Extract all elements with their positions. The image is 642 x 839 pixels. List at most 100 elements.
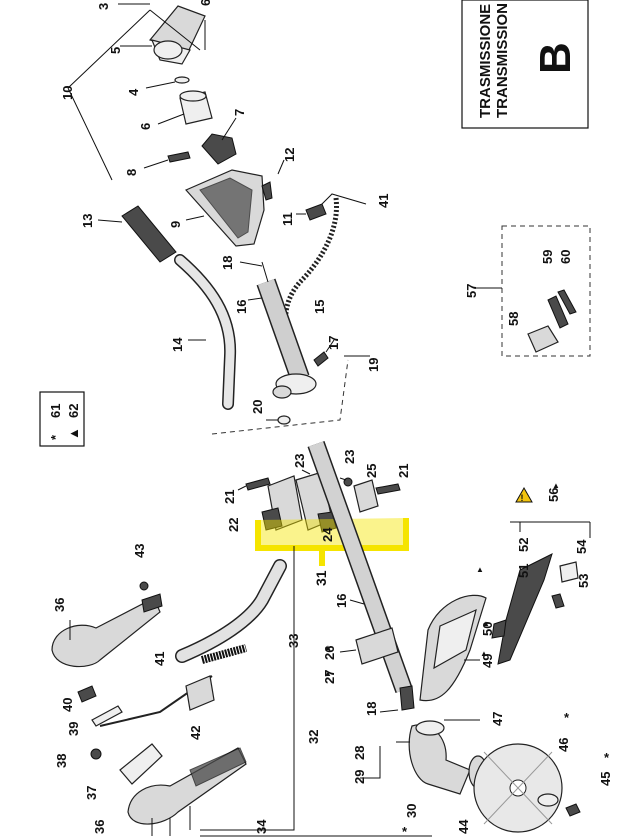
title-block: TRASMISSIONE TRANSMISSION B [461,0,589,129]
part-kit-57 [476,225,591,357]
part-washer-46 [537,793,559,807]
label-46: 46 [556,738,571,752]
label-21-b: 21 [396,464,411,478]
part-tube-16-upper [247,261,310,382]
leader-29 [360,746,381,779]
part-nut-43 [139,581,149,591]
label-28: 28 [352,746,367,760]
label-54: 54 [574,539,589,554]
label-29: 29 [352,770,367,784]
label-21-a: 21 [222,490,237,504]
label-58: 58 [506,312,521,326]
label-60: 60 [558,250,573,264]
leader-32 [200,546,295,831]
part-clamp-42 [185,675,215,711]
label-34: 34 [254,819,269,834]
title-line-2: TRANSMISSION [494,3,511,118]
legend-box [39,391,85,447]
part-lever-40 [77,685,97,703]
part-clamp-19 [211,355,370,435]
leader-10 [67,9,201,181]
label-10: 10 [60,86,75,100]
label-40: 40 [60,698,75,712]
label-9: 9 [168,221,183,228]
part-o-ring [174,76,190,84]
label-22: 22 [226,518,241,532]
label-6-top: 6 [198,0,213,6]
label-39: 39 [66,722,81,736]
triangle-mark-26: ▲ [324,643,332,652]
label-41-bottom: 41 [152,652,167,666]
label-15: 15 [312,300,327,314]
part-grip-13 [97,205,177,263]
part-bearing-housing [118,3,206,65]
part-guard-extension-51 [491,553,579,665]
section-letter: B [531,42,580,74]
part-spring-41 [200,644,248,664]
label-32: 32 [306,730,321,744]
part-screw-12 [261,159,285,201]
label-53: 53 [576,574,591,588]
triangle-mark-guard: ▲ [476,565,484,574]
part-washer-20 [277,415,291,425]
legend-symbol-star: * [48,434,63,440]
label-50: 50 [480,622,495,636]
label-6: 6 [138,123,153,130]
leader-56 [510,521,591,538]
label-47: 47 [490,712,505,726]
warning-icon [515,486,533,503]
label-42: 42 [188,726,203,740]
part-handle-36-upper [51,593,163,668]
label-43: 43 [132,544,147,558]
label-16-bottom: 16 [334,594,349,608]
label-51: 51 [516,564,531,578]
triangle-mark-49: ▲ [480,649,488,658]
label-5: 5 [108,47,123,54]
part-spring-39 [91,705,123,727]
label-4: 4 [126,88,141,96]
label-18-top: 18 [220,256,235,270]
label-17: 17 [326,336,341,350]
label-20: 20 [250,400,265,414]
triangle-mark-27: ▲ [324,669,332,678]
label-3: 3 [96,3,111,10]
label-19: 19 [366,358,381,372]
leader-34 [151,806,191,836]
part-guard-49 [419,594,487,702]
label-33: 33 [286,634,301,648]
part-nut-45 [565,803,581,817]
legend-value-62: 62 [66,404,81,418]
label-56: 56 [546,488,561,502]
title-box [461,0,589,129]
label-31: 31 [313,570,329,586]
part-clip-25 [353,479,401,513]
label-41-top: 41 [376,194,391,208]
label-13: 13 [80,214,95,228]
star-mark-bottom: * [402,824,408,839]
label-7: 7 [232,109,247,116]
label-16-top: 16 [234,300,249,314]
marks: * * * ▲ ▲ ▲ ▲ ▲ ▲ [324,481,610,839]
label-36-top: 36 [52,598,67,612]
highlight-31 [255,518,409,566]
label-26: 26 [322,646,337,660]
part-nut-23 [343,477,353,487]
part-bar-33 [175,559,287,663]
label-11: 11 [280,212,295,226]
label-38: 38 [54,754,69,768]
part-screw-8 [143,151,191,169]
warning-glyph: ! [521,493,524,503]
label-52: 52 [516,538,531,552]
part-screw-21 [237,477,271,491]
triangle-mark-56: ▲ [552,481,560,490]
label-57: 57 [464,284,479,298]
part-gearhead-30 [396,719,480,795]
part-handle-bracket-22 [261,475,303,531]
leader-18-upper [239,261,263,267]
label-36-bottom: 36 [92,820,107,834]
label-30: 30 [404,804,419,818]
star-mark-46: * [564,710,570,725]
legend-symbol-triangle: ▲ [66,427,81,440]
label-49: 49 [480,654,495,668]
